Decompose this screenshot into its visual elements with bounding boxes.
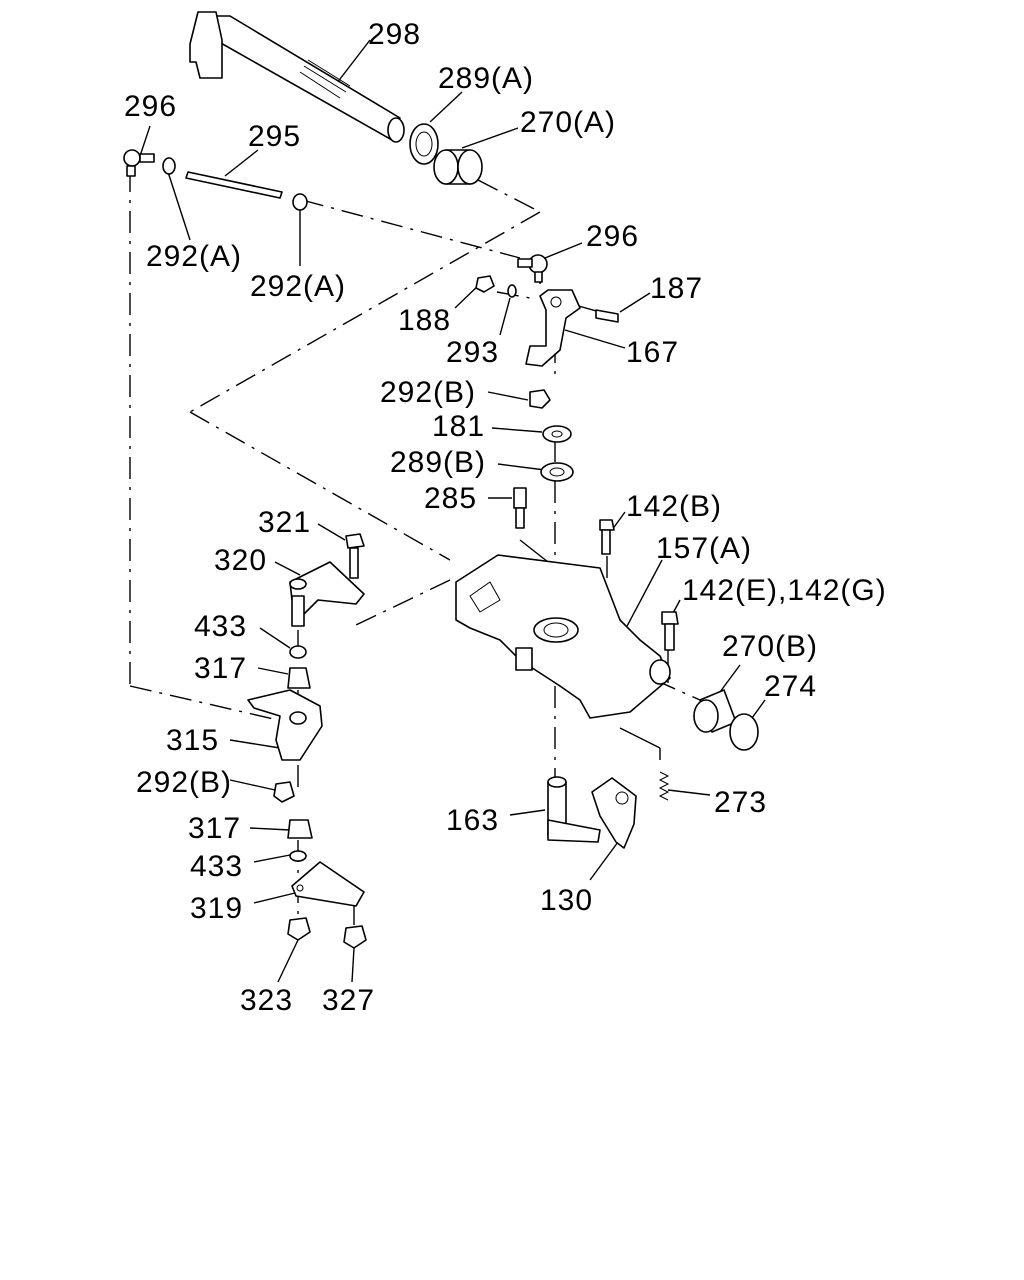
label-317-upper: 317: [194, 652, 247, 685]
label-293: 293: [446, 336, 499, 369]
label-321: 321: [258, 506, 311, 539]
label-270b: 270(B): [722, 630, 818, 663]
label-296-right: 296: [586, 220, 639, 253]
part-315-bracket: [247, 689, 323, 761]
label-327: 327: [322, 984, 375, 1017]
part-321-bolt: [345, 533, 365, 579]
part-167-bracket: [525, 289, 581, 367]
label-289a: 289(A): [438, 62, 534, 95]
label-130: 130: [540, 884, 593, 917]
part-labels: 298 289(A) 296 270(A) 295 292(A) 292(A) …: [124, 18, 887, 1017]
label-433-upper: 433: [194, 610, 247, 643]
label-167: 167: [626, 336, 679, 369]
part-188-nut: [475, 275, 495, 293]
label-270a: 270(A): [520, 106, 616, 139]
label-433-lower: 433: [190, 850, 243, 883]
part-157a-housing: [455, 554, 671, 719]
part-142b-bolt: [599, 519, 615, 555]
part-320-lever: [289, 561, 365, 627]
part-292b-nut-lower: [273, 781, 295, 803]
part-319-plate: [291, 861, 365, 907]
label-163: 163: [446, 804, 499, 837]
part-130-lever: [591, 777, 637, 849]
label-319: 319: [190, 892, 243, 925]
part-292a-nut-right: [292, 193, 308, 211]
part-317-bushing-upper: [287, 667, 311, 689]
label-188: 188: [398, 304, 451, 337]
part-270a-bushing: [433, 149, 483, 185]
label-187: 187: [650, 272, 703, 305]
part-296-ball-joint-left: [123, 149, 155, 177]
part-274-cap: [729, 713, 759, 751]
part-270b-bushing: [693, 689, 737, 733]
part-163-pin: [547, 776, 601, 843]
label-142b: 142(B): [626, 490, 722, 523]
part-433-oring-lower: [289, 850, 307, 862]
part-323-nut: [287, 917, 311, 941]
part-433-oring-upper: [289, 645, 307, 659]
label-289b: 289(B): [390, 446, 486, 479]
label-315: 315: [166, 724, 219, 757]
label-292a-left: 292(A): [146, 240, 242, 273]
label-273: 273: [714, 786, 767, 819]
label-157a: 157(A): [656, 532, 752, 565]
leader-lines: [139, 39, 766, 983]
part-187-pin: [595, 309, 619, 323]
label-323: 323: [240, 984, 293, 1017]
label-292b-upper: 292(B): [380, 376, 476, 409]
part-317-bushing-lower: [287, 819, 313, 839]
part-181-washer: [542, 425, 572, 443]
part-292b-nut-upper: [529, 389, 551, 409]
label-296-left: 296: [124, 90, 177, 123]
part-273-spring: [658, 771, 670, 801]
part-142eg-bolt: [661, 611, 679, 651]
label-142eg: 142(E),142(G): [682, 574, 887, 607]
label-181: 181: [432, 410, 485, 443]
label-292b-lower: 292(B): [136, 766, 232, 799]
part-298-shaft: [189, 11, 405, 143]
part-289b-ring: [540, 462, 574, 482]
part-327-nut: [343, 925, 367, 949]
part-295-rod: [185, 171, 283, 199]
label-292a-right: 292(A): [250, 270, 346, 303]
label-274: 274: [764, 670, 817, 703]
label-285: 285: [424, 482, 477, 515]
part-296-ball-joint-right: [517, 254, 548, 283]
part-293-washer: [507, 284, 517, 298]
label-295: 295: [248, 120, 301, 153]
label-317-lower: 317: [188, 812, 241, 845]
label-320: 320: [214, 544, 267, 577]
part-289a-ring: [409, 123, 439, 165]
part-285-fitting: [513, 487, 527, 529]
label-298: 298: [368, 18, 421, 51]
part-292a-nut-left: [162, 157, 176, 175]
